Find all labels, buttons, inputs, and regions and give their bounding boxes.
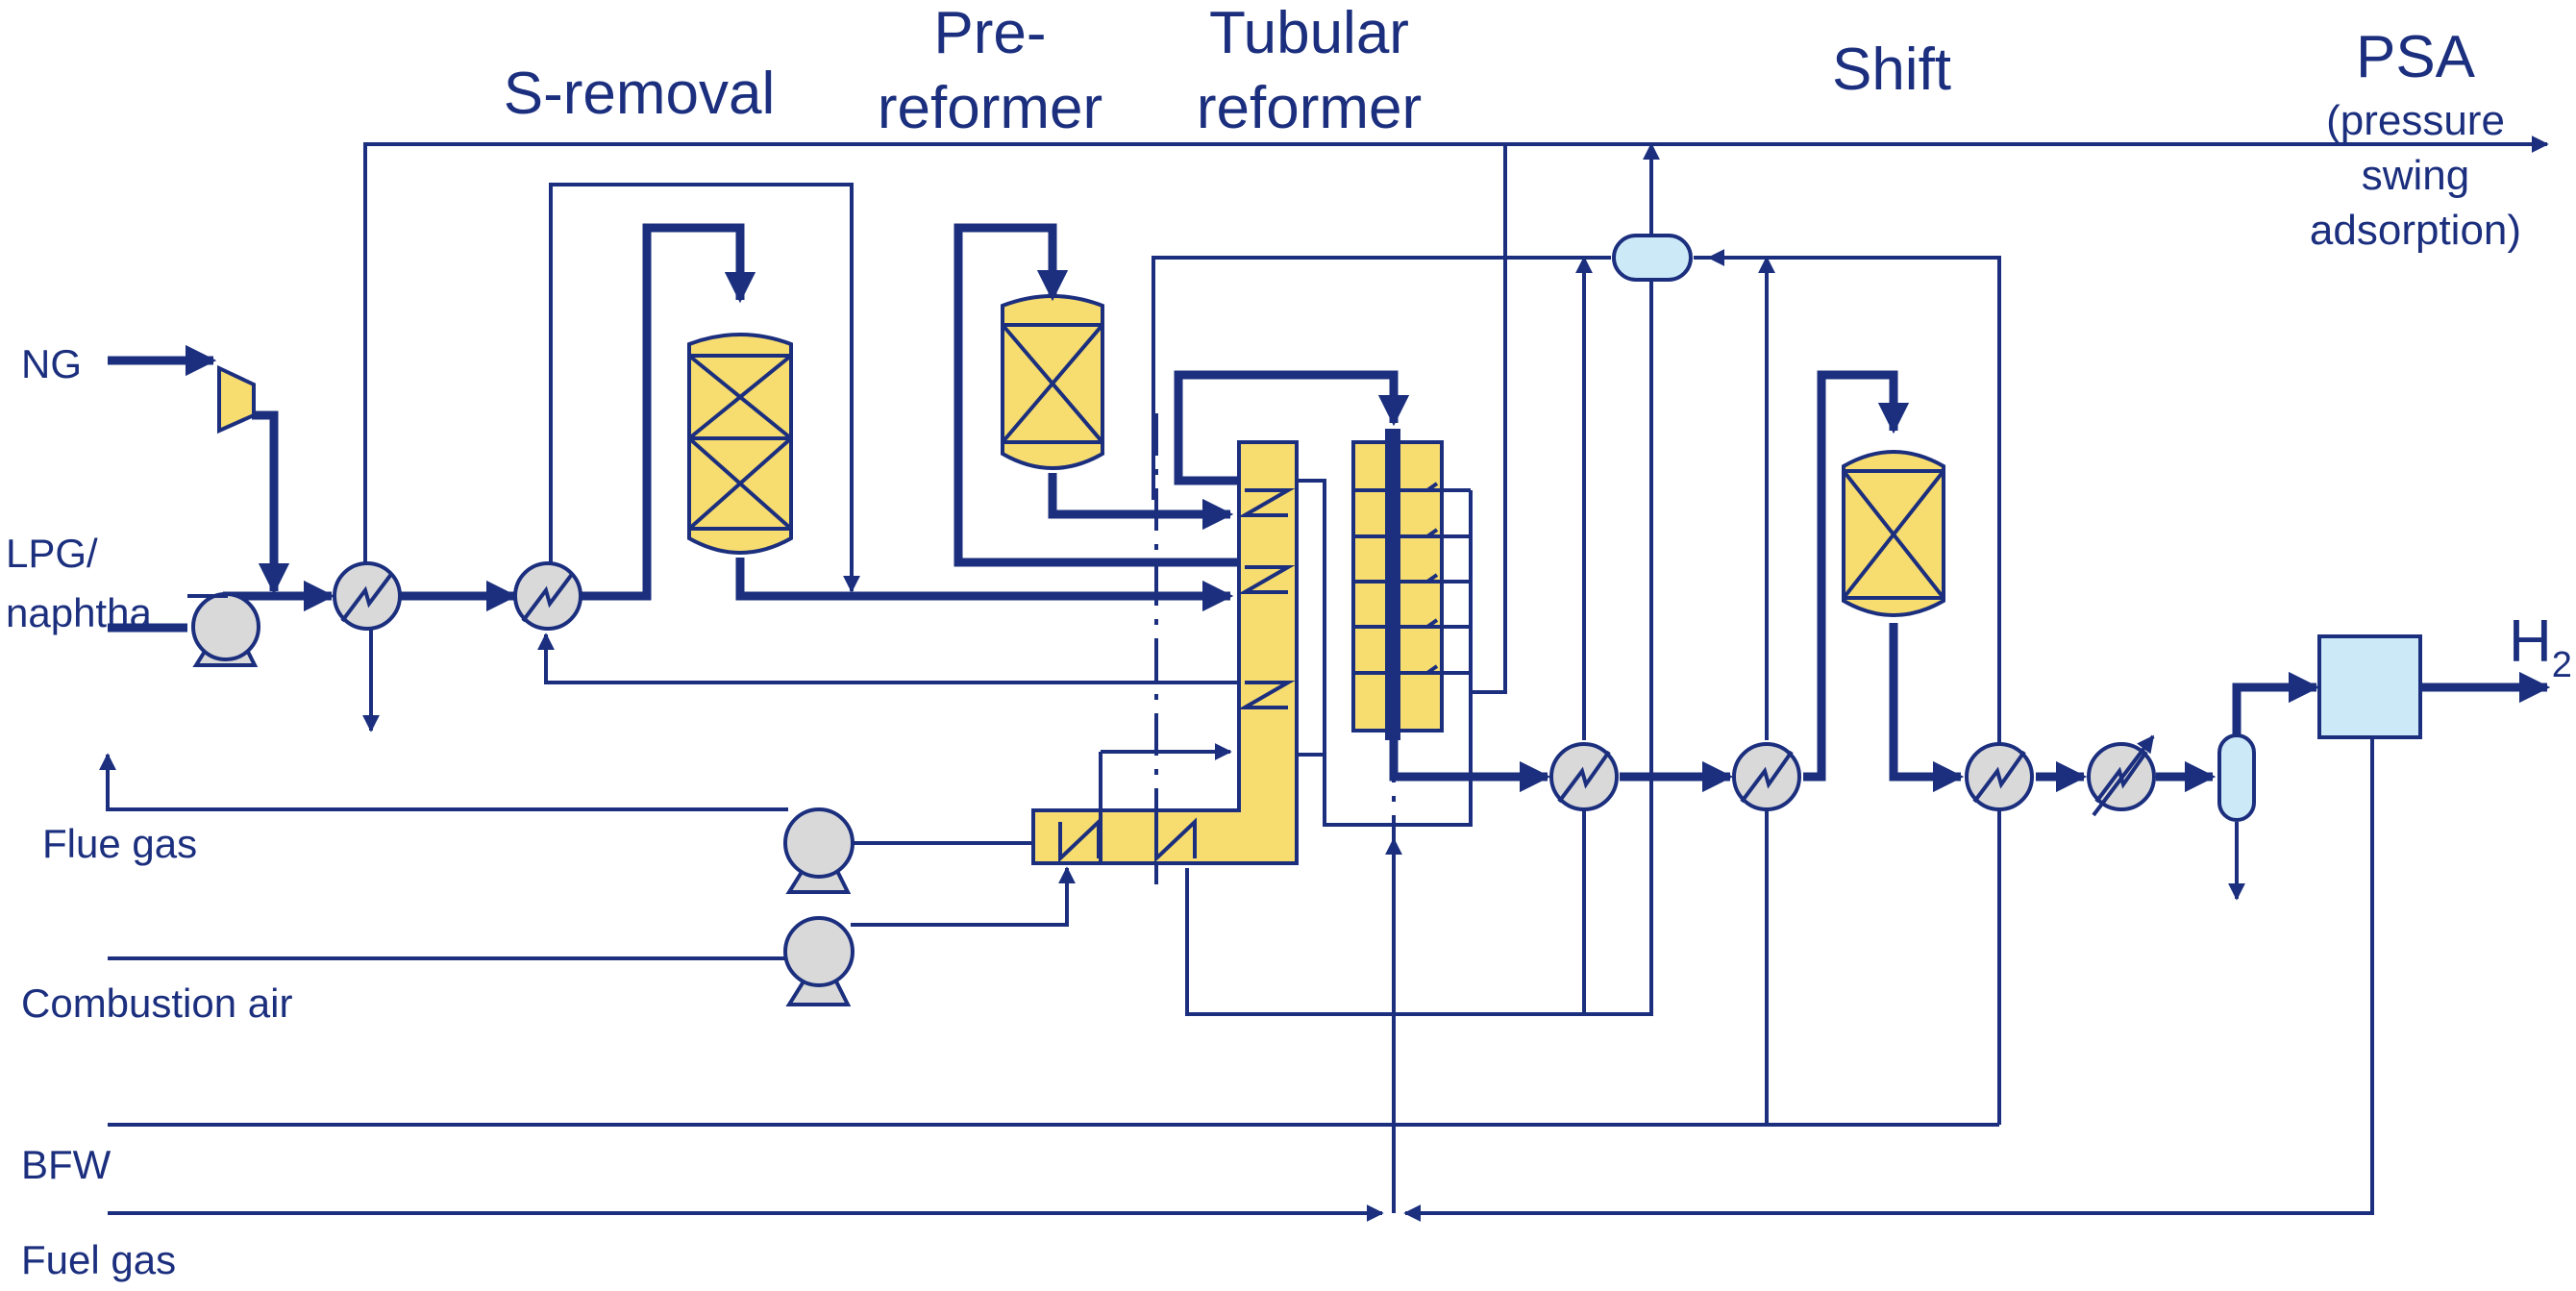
pre-reformer-outlet [1048, 473, 1234, 531]
hx2-to-s-removal [580, 223, 756, 601]
label-lpg: LPG/ [6, 531, 98, 576]
shift-outlet [1889, 623, 1965, 793]
psa-subtitle-line3: adsorption) [2310, 207, 2521, 254]
reformer-burner-headers [1323, 482, 1473, 827]
reformer-tubes [1385, 429, 1400, 740]
section-tubular-reformer-line2: reformer [1197, 75, 1422, 141]
coil-1 [1237, 488, 1296, 517]
section-pre-reformer-line2: reformer [878, 75, 1102, 141]
flue-gas-out [99, 753, 788, 811]
reformer-outlet [1389, 740, 1551, 793]
steam-loop [1099, 752, 1230, 862]
waste-heat-boiler [1549, 742, 1619, 811]
ng-compressor [217, 364, 256, 434]
label-combustion-air: Combustion air [21, 981, 292, 1026]
combustion-air-fan [783, 916, 855, 1006]
top-header-line [363, 136, 2549, 582]
coil-3 [1237, 681, 1296, 709]
s-removal-bed [687, 354, 793, 531]
label-bfw: BFW [21, 1142, 111, 1187]
label-flue-gas: Flue gas [42, 821, 197, 866]
section-pre-reformer-line1: Pre- [933, 0, 1046, 66]
header-tap-reformer [1471, 144, 1507, 694]
coil-air-2 [1154, 817, 1197, 863]
to-pre-reformer [954, 223, 1239, 567]
section-psa: PSA [2356, 24, 2476, 90]
psa-offgas-return [1403, 735, 2374, 1222]
label-ng: NG [21, 341, 82, 386]
shift-reactor-bed [1842, 469, 1945, 600]
psa-subtitle-line2: swing [2362, 152, 2470, 199]
h2-recycle-loop [549, 183, 860, 593]
steam-drum [1612, 234, 1693, 282]
shift-feed-heater [1732, 742, 1801, 811]
psa-subtitle-line1: (pressure [2326, 97, 2505, 144]
bfw-to-hx3 [1707, 249, 2001, 1125]
product-cooler [2087, 734, 2156, 817]
bfw-preheater [1965, 742, 2034, 811]
s-removal-vessel [687, 333, 793, 555]
fuel-burner-left [1297, 479, 1326, 757]
air-to-preheater [851, 866, 1076, 927]
feed-heat-exchanger-1 [333, 561, 402, 631]
condensate-separator [2217, 733, 2256, 822]
to-reformer-tubes [1174, 370, 1410, 485]
convection-section [1031, 440, 1299, 865]
ng-compressor-out [252, 410, 290, 595]
feed-heat-exchanger-2 [513, 561, 582, 631]
psa-unit [2317, 634, 2422, 739]
coil-2 [1237, 565, 1296, 594]
label-fuel-gas: Fuel gas [21, 1237, 176, 1282]
flue-gas-fan [783, 807, 855, 894]
separator-to-psa [2232, 671, 2320, 735]
s-removal-return [537, 633, 1239, 684]
s-removal-outlet [735, 558, 1234, 612]
label-h2-product: H2 [2509, 608, 2572, 685]
section-tubular-reformer-line1: Tubular [1209, 0, 1409, 66]
steam-to-convection [1152, 256, 1611, 500]
steam-return [1185, 142, 1660, 1016]
pre-reformer-bed [1001, 323, 1104, 444]
to-shift-reactor [1803, 370, 1910, 782]
section-s-removal: S-removal [504, 61, 776, 127]
lpg-pump [187, 592, 260, 667]
section-shift: Shift [1832, 37, 1951, 103]
